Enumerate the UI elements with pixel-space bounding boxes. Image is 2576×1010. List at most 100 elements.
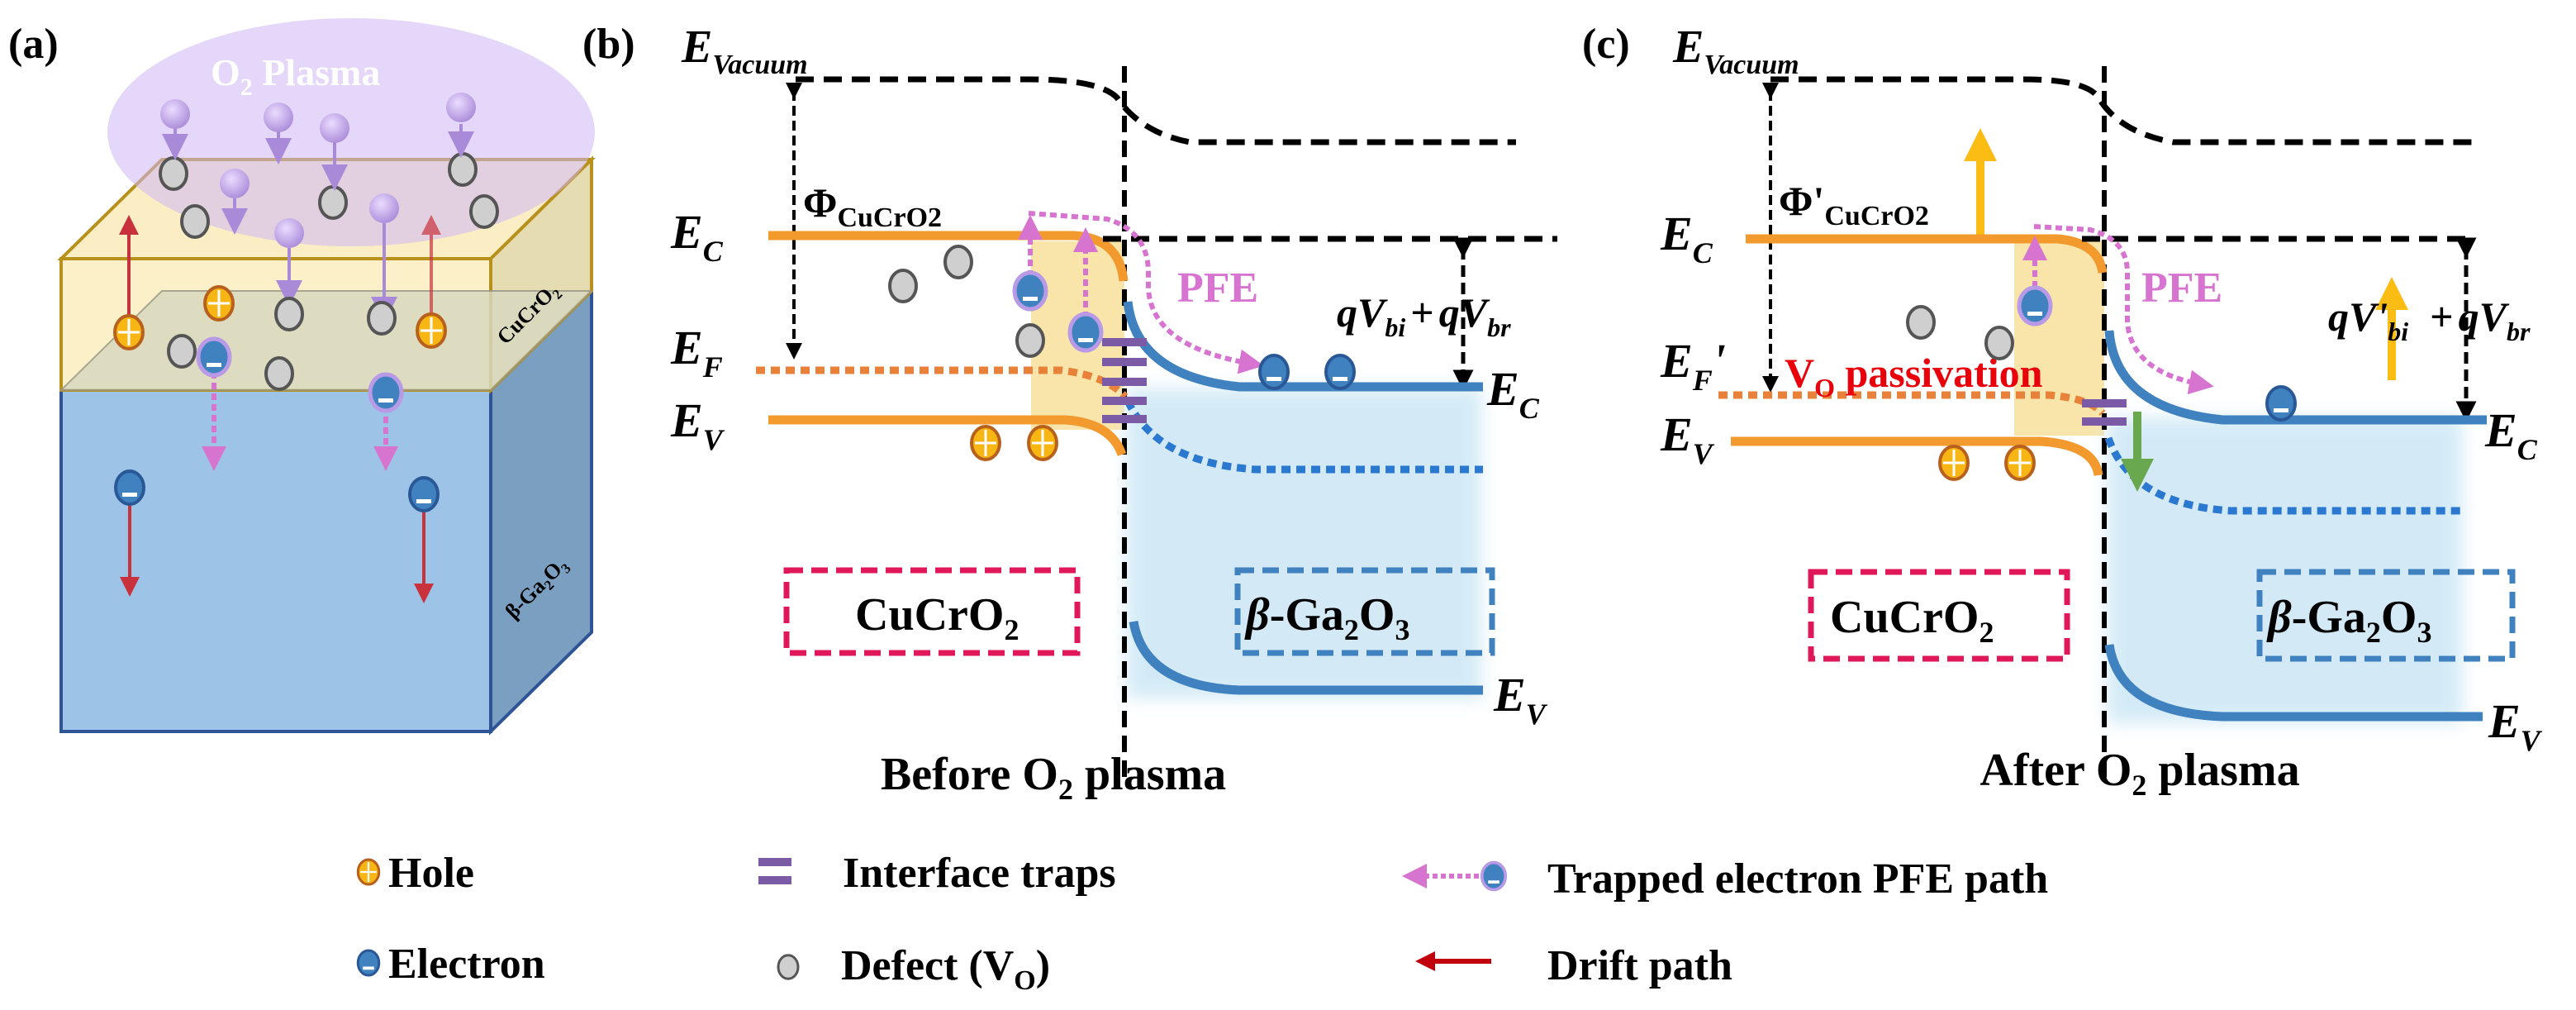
barrier-label: qVbi+qVbr (1337, 289, 1511, 342)
hole-drift-arrows (119, 215, 441, 318)
defect-icon (1984, 326, 2014, 360)
hole-icon (113, 314, 145, 350)
defect-icon (469, 194, 499, 229)
trapped-electron-icon (198, 339, 230, 375)
defect-icon (274, 297, 304, 331)
legend-pfe-path: Trapped electron PFE path (1547, 855, 2048, 903)
oxygen-ion-icon (446, 93, 476, 122)
electron-drift-arrows (120, 504, 434, 603)
pfe-path-b (1028, 211, 1264, 374)
electron-icon (1324, 354, 1356, 390)
cucro2-box-label-b: CuCrO2 (855, 589, 1019, 646)
e-vacuum-label: EVacuum (681, 21, 808, 80)
oxygen-ion-icon (369, 193, 399, 223)
hole-icon (1027, 425, 1058, 461)
ev-left-label: EV (670, 393, 725, 456)
ga2o3-box-c (2256, 569, 2516, 662)
oxygen-ion-icon (320, 113, 349, 143)
defect-icon (367, 301, 397, 336)
ga2o3-box-label-c: β-Ga2O3 (2266, 592, 2431, 649)
defect-icon (264, 356, 294, 391)
defect-icon (1906, 305, 1936, 340)
panel-b-label: (b) (582, 21, 635, 68)
legend-interface-traps: Interface traps (843, 850, 1116, 897)
oxygen-arrows (162, 124, 474, 323)
panel-a: (a) O2 Plasma (8, 18, 596, 736)
oxygen-ion-icon (264, 102, 293, 132)
cucro2-box-b (783, 567, 1081, 656)
ga2o3-box-label-b: β-Ga2O3 (1244, 589, 1409, 646)
ec-left-label: EC (1660, 207, 1713, 269)
pfe-path-c (2033, 224, 2214, 395)
cucro2-box-c (1808, 569, 2070, 662)
defect-icon (167, 334, 197, 369)
oxygen-ion-icon (274, 218, 304, 248)
caption-c: After O2 plasma (1980, 745, 2299, 802)
depletion-ga2o3 (1126, 388, 1481, 698)
ev-left-label: EV (1660, 407, 1715, 470)
vacuum-level (1770, 76, 2474, 145)
vacuum-level (796, 76, 1516, 145)
panel-b: (b) EVacuum ΦCuCrO2 EC EF EV qVbi+qVbr E… (582, 21, 1557, 806)
defect-icon (448, 152, 478, 187)
hole-icon (356, 858, 381, 886)
electron-icon (114, 469, 145, 506)
cucro2-conduction-band (1746, 234, 2108, 274)
ga2o3-conduction-band (1123, 301, 1483, 392)
defect-icon (180, 204, 210, 239)
ga2o3-box-b (1234, 567, 1495, 656)
caption-b: Before O2 plasma (881, 749, 1226, 806)
legend-drift-path: Drift path (1547, 942, 1732, 989)
legend-electron: Electron (388, 941, 545, 988)
defect-icon (777, 954, 800, 980)
trapped-electron-icon (1070, 314, 1101, 350)
pfe-path-icon (1402, 860, 1508, 892)
defect-icon (943, 245, 973, 279)
ga2o3-valence-band (1129, 620, 1483, 695)
trapped-electron-icon (370, 374, 402, 411)
ga2o3-front-face (59, 388, 492, 733)
hole-icon (970, 425, 1001, 461)
legend: Hole Electron Interface traps Defect (VO… (356, 850, 2048, 996)
panel-c-label: (c) (1582, 21, 1630, 68)
hole-icon (203, 285, 235, 322)
ev-right-label: EV (1493, 668, 1548, 731)
defect-icon (159, 156, 188, 191)
cucro2-valence-band (768, 415, 1127, 457)
ec-right-label: EC (1486, 362, 1540, 425)
ef-prime-label: EF' (1660, 334, 1726, 397)
panel-a-label: (a) (8, 21, 59, 68)
trapped-electron-icon (2019, 288, 2051, 324)
trapped-electron-icon (1015, 273, 1046, 309)
electron-icon (2265, 385, 2297, 422)
legend-hole: Hole (388, 850, 474, 897)
pfe-label-b: PFE (1177, 264, 1258, 312)
ec-right-label: EC (2484, 403, 2538, 466)
ec-left-label: EC (670, 205, 724, 268)
hole-icon (416, 312, 447, 349)
pfe-emission-arrows-b (1018, 215, 1098, 318)
defect-icon (318, 185, 348, 220)
electron-icon (1258, 354, 1290, 390)
plasma-label: O2 Plasma (211, 51, 380, 101)
hole-icon (1938, 445, 1970, 481)
ga2o3-fermi-level (2104, 436, 2460, 515)
electron-icon (408, 476, 440, 512)
barrier-label: qV'bi+qVbr (2328, 293, 2531, 346)
panel-c: (c) EVacuum Φ'CuCrO2 EC EF' EV VO passiv… (1582, 21, 2543, 802)
work-function-label: ΦCuCrO2 (803, 179, 942, 233)
ef-label: EF (670, 321, 723, 384)
cucro2-valence-band (1731, 436, 2103, 477)
oxygen-ion-icon (160, 99, 190, 129)
pfe-arrows-a (202, 372, 398, 471)
hole-icon (2004, 445, 2036, 481)
oxygen-ion-icon (220, 169, 250, 198)
electron-icon (356, 949, 381, 977)
interface-traps-icon (758, 858, 791, 884)
pfe-label-c: PFE (2141, 264, 2222, 312)
cucro2-box-label-c: CuCrO2 (1830, 592, 1994, 649)
legend-defect: Defect (VO) (841, 942, 1050, 996)
vo-passivation-label: VO passivation (1785, 350, 2043, 403)
work-function-label: Φ'CuCrO2 (1779, 178, 1929, 231)
